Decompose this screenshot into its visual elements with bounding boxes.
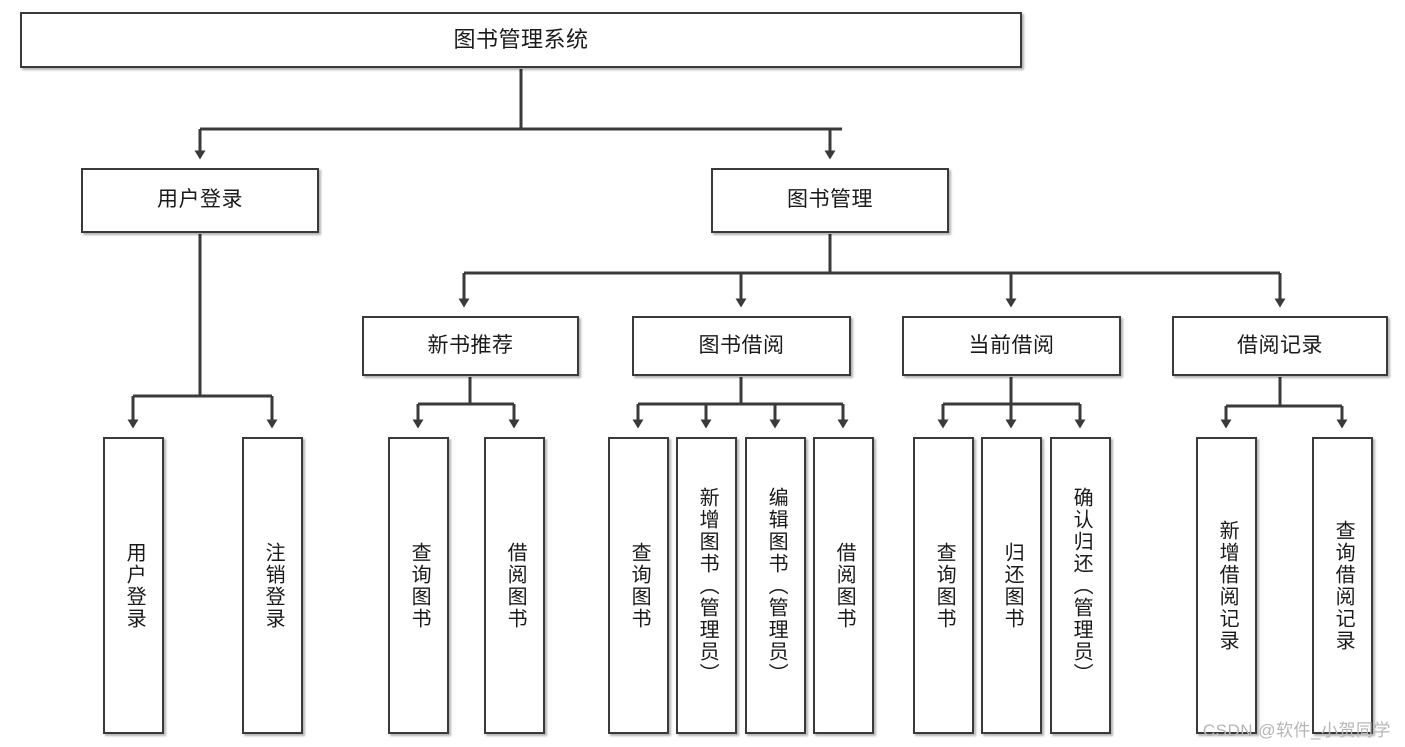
node-records[interactable]: 借阅记录 <box>1172 316 1388 376</box>
node-leaf-3-label: 查询图书 <box>408 541 431 630</box>
node-login[interactable]: 用户登录 <box>81 168 319 233</box>
node-leaf-6-label: 新增图书（管理员） <box>696 486 719 685</box>
node-leaf-2-label: 注销登录 <box>262 541 285 630</box>
node-leaf-11-label: 确认归还（管理员） <box>1070 486 1093 685</box>
edges-bookmgmt-to-level3 <box>458 234 1286 308</box>
node-login-label: 用户登录 <box>157 188 243 212</box>
node-leaf-8[interactable]: 借阅图书 <box>813 437 874 734</box>
edges-borrow-to-leaves <box>632 377 849 429</box>
node-leaf-7-label: 编辑图书（管理员） <box>765 486 788 685</box>
node-leaf-7[interactable]: 编辑图书（管理员） <box>745 437 806 734</box>
node-leaf-4[interactable]: 借阅图书 <box>484 437 545 734</box>
node-leaf-13-label: 查询借阅记录 <box>1332 519 1355 652</box>
node-root-label: 图书管理系统 <box>453 27 589 53</box>
node-leaf-9-label: 查询图书 <box>933 541 956 630</box>
node-leaf-13[interactable]: 查询借阅记录 <box>1312 437 1373 734</box>
node-leaf-6[interactable]: 新增图书（管理员） <box>676 437 737 734</box>
node-bookmgmt-label: 图书管理 <box>787 188 873 212</box>
node-newbook[interactable]: 新书推荐 <box>362 316 579 376</box>
edges-login-to-leaves <box>127 234 278 429</box>
node-leaf-10-label: 归还图书 <box>1001 541 1024 630</box>
node-leaf-2[interactable]: 注销登录 <box>242 437 303 734</box>
node-current-label: 当前借阅 <box>968 333 1055 357</box>
node-borrow-label: 图书借阅 <box>698 333 785 357</box>
node-leaf-12-label: 新增借阅记录 <box>1216 519 1239 652</box>
node-leaf-5-label: 查询图书 <box>628 541 651 630</box>
node-leaf-4-label: 借阅图书 <box>504 541 527 630</box>
edges-root-to-level2 <box>194 69 842 160</box>
node-leaf-8-label: 借阅图书 <box>833 541 856 630</box>
node-root[interactable]: 图书管理系统 <box>20 12 1022 68</box>
node-leaf-11[interactable]: 确认归还（管理员） <box>1050 437 1111 734</box>
edges-records-to-leaves <box>1220 377 1348 429</box>
node-bookmgmt[interactable]: 图书管理 <box>711 168 949 233</box>
node-newbook-label: 新书推荐 <box>427 333 514 357</box>
node-leaf-10[interactable]: 归还图书 <box>981 437 1042 734</box>
node-leaf-3[interactable]: 查询图书 <box>388 437 449 734</box>
edges-newbook-to-leaves <box>412 377 520 429</box>
node-leaf-5[interactable]: 查询图书 <box>608 437 669 734</box>
node-leaf-1-label: 用户登录 <box>123 541 146 630</box>
node-leaf-1[interactable]: 用户登录 <box>103 437 164 734</box>
edges-current-to-leaves <box>937 377 1086 429</box>
node-records-label: 借阅记录 <box>1237 333 1323 357</box>
node-leaf-12[interactable]: 新增借阅记录 <box>1196 437 1257 734</box>
node-borrow[interactable]: 图书借阅 <box>632 316 851 376</box>
node-current[interactable]: 当前借阅 <box>902 316 1121 376</box>
node-leaf-9[interactable]: 查询图书 <box>913 437 974 734</box>
